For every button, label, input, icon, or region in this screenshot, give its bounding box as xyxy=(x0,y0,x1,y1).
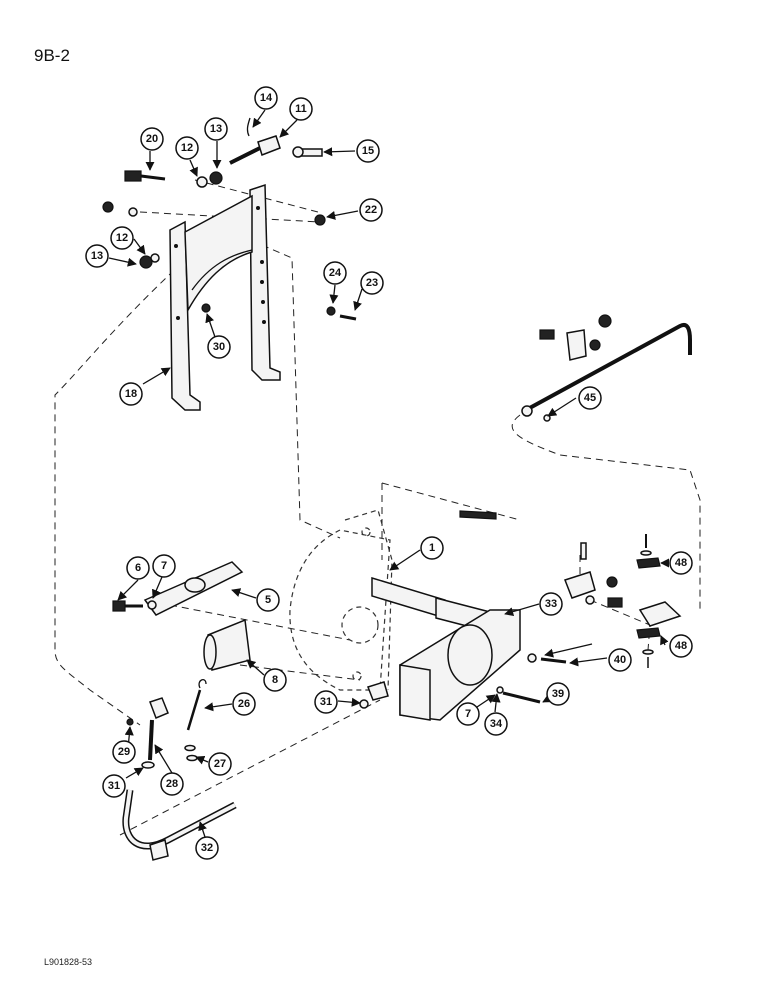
callout-7-lower: 7 xyxy=(456,702,480,726)
svg-text:12: 12 xyxy=(116,232,128,244)
svg-text:24: 24 xyxy=(329,267,342,279)
callout-28: 28 xyxy=(160,772,184,796)
callout-48-upper: 48 xyxy=(669,551,693,575)
svg-text:7: 7 xyxy=(465,708,471,720)
callout-32: 32 xyxy=(195,836,219,860)
linkage-rod xyxy=(521,314,692,422)
svg-text:39: 39 xyxy=(552,688,564,700)
mounting-bracket xyxy=(169,183,281,411)
callout-7-upper: 7 xyxy=(152,554,176,578)
svg-text:40: 40 xyxy=(614,654,626,666)
callout-5: 5 xyxy=(256,588,280,612)
callout-48-lower: 48 xyxy=(669,634,693,658)
svg-text:13: 13 xyxy=(210,123,222,135)
callout-45: 45 xyxy=(578,386,602,410)
callout-22: 22 xyxy=(359,198,383,222)
callout-40: 40 xyxy=(608,648,632,672)
svg-text:27: 27 xyxy=(214,758,226,770)
svg-text:8: 8 xyxy=(272,674,278,686)
svg-text:1: 1 xyxy=(429,542,435,554)
svg-text:31: 31 xyxy=(320,696,332,708)
svg-text:20: 20 xyxy=(146,133,158,145)
callout-8: 8 xyxy=(263,668,287,692)
page-number: 9B-2 xyxy=(34,46,70,65)
callout-34: 34 xyxy=(484,712,508,736)
svg-text:13: 13 xyxy=(91,250,103,262)
svg-text:31: 31 xyxy=(108,780,120,792)
svg-text:30: 30 xyxy=(213,341,225,353)
svg-text:5: 5 xyxy=(265,594,271,606)
callout-18: 18 xyxy=(119,382,143,406)
svg-text:34: 34 xyxy=(490,718,503,730)
callout-31-left: 31 xyxy=(102,774,126,798)
svg-text:26: 26 xyxy=(238,698,250,710)
callout-29: 29 xyxy=(112,740,136,764)
callout-33: 33 xyxy=(539,592,563,616)
callout-14: 14 xyxy=(254,86,278,110)
callout-leaders xyxy=(108,109,670,841)
svg-text:33: 33 xyxy=(545,598,557,610)
right-small-parts xyxy=(359,510,682,709)
svg-text:48: 48 xyxy=(675,640,687,652)
engine-housing xyxy=(289,509,393,691)
svg-text:14: 14 xyxy=(260,92,273,104)
svg-text:11: 11 xyxy=(295,103,307,115)
dipstick-and-hose xyxy=(122,679,237,861)
svg-text:6: 6 xyxy=(135,562,141,574)
callout-30: 30 xyxy=(207,335,231,359)
svg-text:23: 23 xyxy=(366,277,378,289)
svg-text:18: 18 xyxy=(125,388,137,400)
svg-text:45: 45 xyxy=(584,392,596,404)
callout-20: 20 xyxy=(140,127,164,151)
svg-text:48: 48 xyxy=(675,557,687,569)
callout-39: 39 xyxy=(546,682,570,706)
svg-text:7: 7 xyxy=(161,560,167,572)
cover-plate-and-cup xyxy=(112,561,251,671)
svg-text:32: 32 xyxy=(201,842,213,854)
callout-13-lower: 13 xyxy=(85,244,109,268)
gear-case xyxy=(371,576,521,721)
svg-text:22: 22 xyxy=(365,204,377,216)
callout-13-upper: 13 xyxy=(204,117,228,141)
callout-12-upper: 12 xyxy=(175,136,199,160)
callout-12-lower: 12 xyxy=(110,226,134,250)
svg-text:15: 15 xyxy=(362,145,374,157)
svg-text:29: 29 xyxy=(118,746,130,758)
callout-24: 24 xyxy=(323,261,347,285)
callout-6: 6 xyxy=(126,556,150,580)
callout-1: 1 xyxy=(420,536,444,560)
callout-23: 23 xyxy=(360,271,384,295)
svg-text:12: 12 xyxy=(181,142,193,154)
figure-code: L901828-53 xyxy=(44,957,93,967)
callout-11: 11 xyxy=(289,97,313,121)
callout-15: 15 xyxy=(356,139,380,163)
callout-31-right: 31 xyxy=(314,690,338,714)
callout-27: 27 xyxy=(208,752,232,776)
callout-26: 26 xyxy=(232,692,256,716)
top-hardware xyxy=(102,117,357,321)
svg-text:28: 28 xyxy=(166,778,178,790)
